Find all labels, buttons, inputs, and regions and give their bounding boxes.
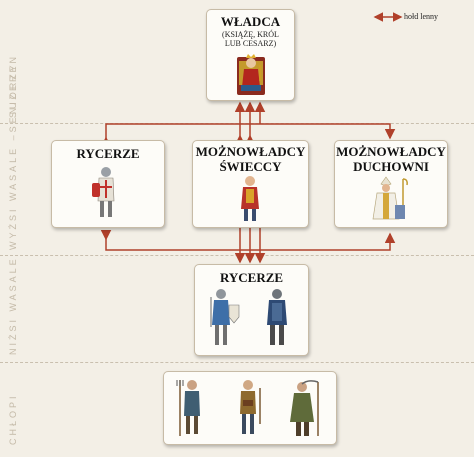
peasant-with-tools-figure: [240, 380, 261, 434]
ruler-box: WŁADCA (KSIĄŻĘ, KRÓL LUB CESARZ): [206, 9, 295, 101]
legend-arrow-icon: [373, 12, 403, 22]
lower-vassal-box-knights: RYCERZE: [194, 264, 309, 356]
vassal-title-line2: DUCHOWNI: [353, 159, 429, 174]
vassal-title-line1: RYCERZE: [76, 146, 140, 161]
ruler-title: WŁADCA: [220, 14, 281, 29]
knight-with-shield-figure: [210, 289, 240, 345]
homage-arrow-lower-row: [100, 230, 396, 251]
peasants-box: [163, 371, 337, 445]
homage-arrow-ruler-knights: [100, 123, 396, 147]
knight-figure: [92, 167, 115, 217]
king-on-throne-figure: [237, 54, 265, 95]
vassal-box-secular-magnates: MOŻNOWŁADCY ŚWIECCY: [192, 140, 309, 228]
peasant-with-scythe-figure: [290, 380, 319, 436]
lower-vassal-title: RYCERZE: [219, 270, 284, 285]
armored-knight-figure: [267, 289, 287, 345]
vassal-box-clerical-magnates: MOŻNOWŁADCY DUCHOWNI: [334, 140, 448, 228]
vassal-title-line2: ŚWIECCY: [219, 159, 282, 174]
vassal-title-line1: MOŻNOWŁADCY: [195, 144, 306, 159]
ruler-subtitle-line2: LUB CESARZ): [224, 39, 277, 48]
band-divider: [0, 362, 474, 363]
legend-label: hołd lenny: [404, 12, 438, 21]
vassal-title-line1: MOŻNOWŁADCY: [336, 144, 446, 159]
bishop-figure: [372, 176, 408, 220]
vassal-box-knights: RYCERZE: [51, 140, 165, 228]
peasant-with-pitchfork-figure: [176, 380, 200, 436]
secular-magnate-figure: [241, 176, 259, 221]
ruler-subtitle-line1: (KSIĄŻĘ, KRÓL: [222, 30, 279, 39]
